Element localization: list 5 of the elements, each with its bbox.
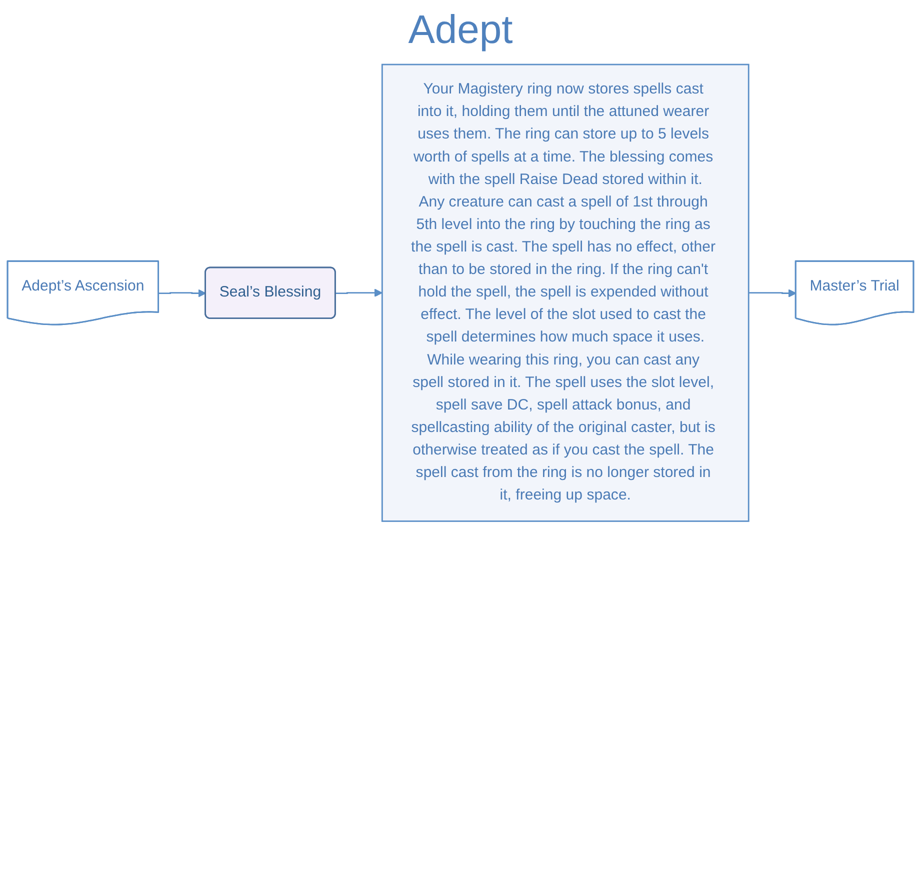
arrow	[158, 289, 206, 298]
arrow	[748, 289, 796, 298]
arrow	[336, 288, 383, 297]
node-box: Your Magistery ring now stores spells cast into it, holding them until the attuned wearer uses them. The ring can store up to 5 levels worth of spells at a time. The blessing comes with the spell Raise Dead stored within it. Any creature can cast a spell of 1st through 5th level into the ring by touching the ring as the spell is cast. The spell has no effect, other than to be stored in the ring. If the ring can't hold the spell, the spell is expended without effect. The level of the slot used to cast the spell determines how much space it uses. While wearing this ring, you can cast any spell stored in it. The spell uses the slot level, spell save DC, spell attack bonus, and spellcasting ability of the original caster, but is otherwise treated as if you cast the spell. The spell cast from the ring is no longer stored in it, freeing up space.	[381, 64, 750, 522]
diagram-title: Adept	[407, 8, 514, 53]
